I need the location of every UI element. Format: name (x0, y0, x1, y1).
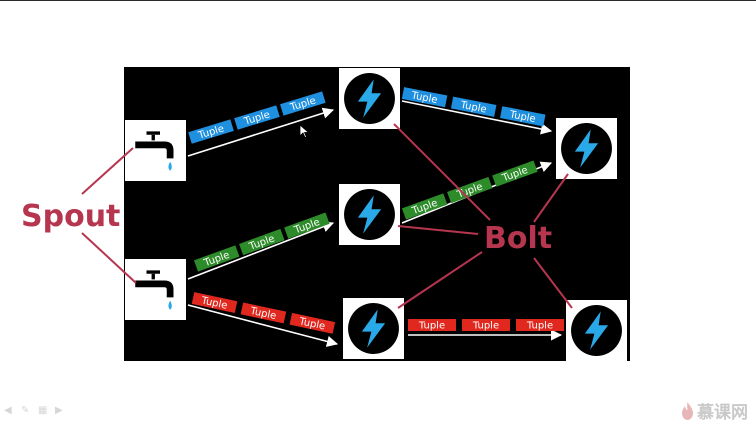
pen-icon[interactable]: ✎ (21, 405, 30, 416)
svg-text:Tuple: Tuple (508, 109, 537, 125)
lightning-icon (344, 189, 395, 240)
previous-icon[interactable]: ◀ (4, 405, 12, 416)
tuple-block: Tuple (500, 106, 546, 127)
tuple-stream-blue-1: Tuple Tuple Tuple (188, 91, 326, 144)
arrow-spout2-bolt-b (187, 221, 335, 280)
tuple-stream-blue-2: Tuple Tuple Tuple (401, 87, 546, 127)
watermark-text: 慕课网 (697, 403, 748, 423)
tuple-block: Tuple (516, 319, 564, 332)
watermark: 慕课网 (681, 398, 748, 423)
svg-text:Tuple: Tuple (418, 321, 445, 332)
next-icon[interactable]: ▶ (55, 405, 63, 416)
tuple-stream-red-2: Tuple Tuple Tuple (408, 319, 564, 332)
svg-text:Tuple: Tuple (472, 321, 499, 332)
callout-lines (81, 123, 573, 309)
spout-pointer-2 (81, 232, 137, 284)
flow-arrows (187, 100, 563, 347)
svg-text:Tuple: Tuple (459, 100, 488, 116)
lightning-icon (344, 73, 395, 124)
flame-logo-icon (682, 401, 693, 420)
svg-text:Tuple: Tuple (526, 321, 553, 332)
spout-node-1 (125, 120, 186, 181)
arrow-bolt-a-bolt-d (401, 100, 553, 135)
tuple-block: Tuple (401, 87, 448, 108)
arrow-spout1-bolt-a (187, 107, 335, 157)
bolt-label: Bolt (484, 221, 552, 256)
bolt-node-c (343, 298, 404, 359)
slides-icon[interactable]: ▦ (38, 405, 48, 416)
bolt-node-b (339, 184, 400, 245)
spout-label: Spout (21, 199, 120, 234)
bolt-node-a (339, 68, 400, 129)
bolt-pointer-b (397, 225, 479, 235)
tuple-block: Tuple (462, 319, 510, 332)
tuple-block: Tuple (450, 96, 497, 117)
lightning-icon (348, 303, 399, 354)
spout-node-2 (125, 259, 186, 320)
mouse-cursor-icon (300, 125, 309, 138)
spout-pointer-1 (81, 147, 134, 195)
bolt-node-e (566, 300, 627, 361)
slide-toolbar: ◀ ✎ ▦ ▶ (4, 406, 65, 416)
lightning-icon (561, 123, 612, 174)
arrow-spout2-bolt-c (187, 304, 339, 347)
bolt-pointer-c (397, 251, 483, 309)
lightning-icon (571, 305, 622, 356)
bolt-node-d (556, 118, 617, 179)
tuple-stream-red-1: Tuple Tuple Tuple (191, 292, 336, 334)
bolt-pointer-a (393, 123, 491, 221)
bolt-pointer-d (533, 173, 569, 223)
tuple-block: Tuple (408, 319, 456, 332)
bolt-pointer-e (533, 257, 573, 309)
window-top-border (0, 0, 756, 1)
svg-text:Tuple: Tuple (410, 90, 439, 106)
